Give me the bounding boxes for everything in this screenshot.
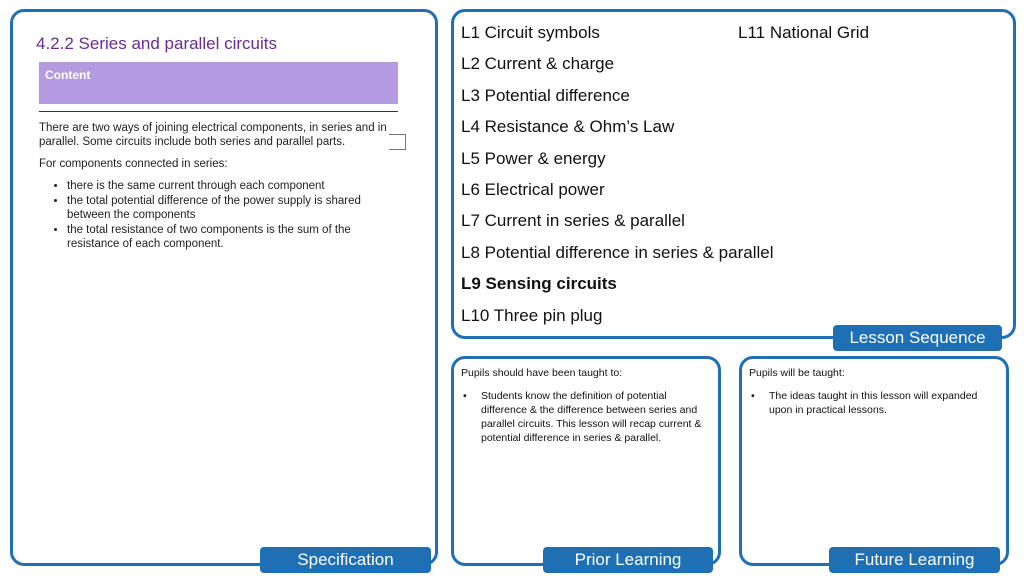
divider [39, 111, 398, 112]
lesson-item-current: L9 Sensing circuits [461, 274, 617, 294]
lesson-sequence-panel: L1 Circuit symbols L2 Current & charge L… [451, 9, 1016, 339]
future-heading: Pupils will be taught: [749, 367, 845, 379]
specification-panel: 4.2.2 Series and parallel circuits Conte… [10, 9, 438, 566]
spec-title: 4.2.2 Series and parallel circuits [36, 34, 277, 53]
spec-bullet: the total resistance of two components i… [67, 223, 399, 251]
prior-bullet: Students know the definition of potentia… [461, 389, 706, 445]
spec-body: There are two ways of joining electrical… [39, 111, 399, 252]
lesson-item: L1 Circuit symbols [461, 23, 600, 42]
spec-series-heading: For components connected in series: [39, 158, 228, 170]
spec-bullet: the total potential difference of the po… [67, 194, 399, 222]
spec-bullet-list: there is the same current through each c… [39, 179, 399, 251]
lesson-item: L8 Potential difference in series & para… [461, 242, 774, 262]
future-bullet: The ideas taught in this lesson will exp… [749, 389, 994, 417]
spec-intro: There are two ways of joining electrical… [39, 122, 387, 148]
future-learning-tag: Future Learning [829, 547, 1000, 573]
prior-learning-panel: Pupils should have been taught to: Stude… [451, 356, 721, 566]
future-learning-panel: Pupils will be taught: The ideas taught … [739, 356, 1009, 566]
lesson-sequence-tag: Lesson Sequence [833, 325, 1002, 351]
lesson-list: L1 Circuit symbols L2 Current & charge L… [461, 22, 773, 336]
lesson-item: L3 Potential difference [461, 85, 630, 105]
bracket-decoration [389, 134, 406, 150]
future-bullet-list: The ideas taught in this lesson will exp… [749, 389, 994, 417]
content-header-bar: Content [39, 62, 398, 104]
prior-heading: Pupils should have been taught to: [461, 367, 623, 379]
lesson-item: L4 Resistance & Ohm’s Law [461, 117, 675, 137]
lesson-item: L5 Power & energy [461, 148, 606, 168]
spec-bullet: there is the same current through each c… [67, 179, 399, 193]
specification-tag: Specification [260, 547, 431, 573]
prior-learning-tag: Prior Learning [543, 547, 713, 573]
lesson-item: L2 Current & charge [461, 54, 615, 74]
lesson-item: L7 Current in series & parallel [461, 211, 685, 231]
lesson-item: L10 Three pin plug [461, 305, 603, 325]
lesson-item: L6 Electrical power [461, 179, 605, 199]
prior-bullet-list: Students know the definition of potentia… [461, 389, 706, 445]
lesson-item: L11 National Grid [738, 23, 870, 42]
content-label: Content [45, 68, 91, 82]
